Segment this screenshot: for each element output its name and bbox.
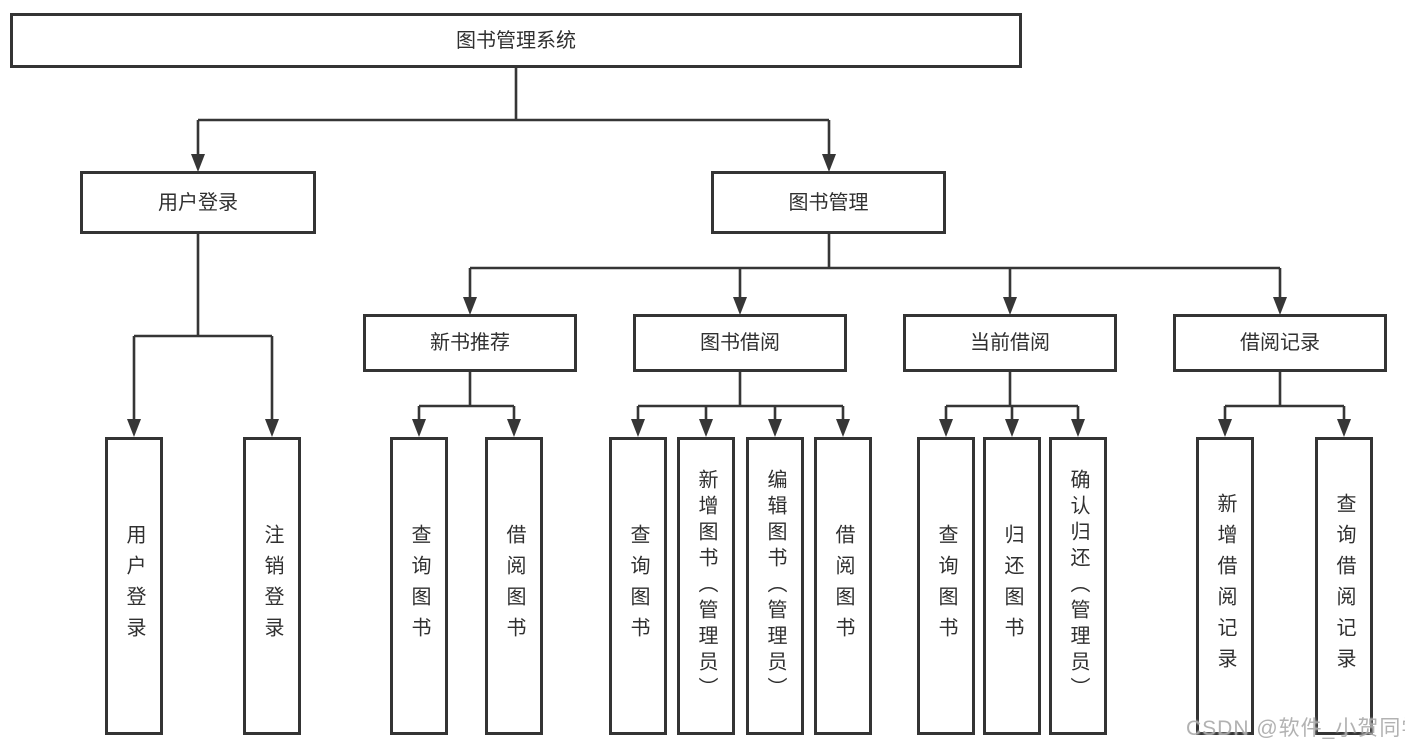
csdn-watermark: CSDN @软件_小贺同学 xyxy=(1186,717,1405,740)
leaf-query-book-current: 查询图书 xyxy=(917,437,975,735)
node-label: 当前借阅 xyxy=(970,332,1050,354)
node-book-management: 图书管理 xyxy=(711,171,946,234)
leaf-label: 编辑图书（管理员） xyxy=(764,469,786,703)
leaf-label: 查询图书 xyxy=(627,524,649,648)
leaf-return-book: 归还图书 xyxy=(983,437,1041,735)
leaf-add-borrow-record: 新增借阅记录 xyxy=(1196,437,1254,735)
node-label: 借阅记录 xyxy=(1240,332,1320,354)
leaf-label: 新增借阅记录 xyxy=(1214,493,1236,679)
node-label: 图书管理 xyxy=(788,191,869,214)
node-new-book-recommend: 新书推荐 xyxy=(363,314,577,372)
node-label: 图书管理系统 xyxy=(456,29,576,52)
leaf-query-borrow-record: 查询借阅记录 xyxy=(1315,437,1373,735)
node-label: 图书借阅 xyxy=(700,332,780,354)
node-label: 新书推荐 xyxy=(430,332,510,354)
node-user-login: 用户登录 xyxy=(80,171,316,234)
leaf-label: 归还图书 xyxy=(1001,524,1023,648)
leaf-add-book-admin: 新增图书（管理员） xyxy=(677,437,735,735)
node-book-borrow: 图书借阅 xyxy=(633,314,847,372)
leaf-label: 确认归还（管理员） xyxy=(1067,469,1089,703)
leaf-confirm-return-admin: 确认归还（管理员） xyxy=(1049,437,1107,735)
leaf-query-book-borrow: 查询图书 xyxy=(609,437,667,735)
leaf-label: 查询图书 xyxy=(935,524,957,648)
leaf-label: 借阅图书 xyxy=(503,524,525,648)
leaf-label: 新增图书（管理员） xyxy=(695,469,717,703)
leaf-label: 用户登录 xyxy=(123,524,145,648)
node-library-system: 图书管理系统 xyxy=(10,13,1022,68)
leaf-label: 查询图书 xyxy=(408,524,430,648)
leaf-borrow-book-recommend: 借阅图书 xyxy=(485,437,543,735)
leaf-label: 借阅图书 xyxy=(832,524,854,648)
leaf-label: 注销登录 xyxy=(261,524,283,648)
leaf-query-book-recommend: 查询图书 xyxy=(390,437,448,735)
leaf-logout-login: 注销登录 xyxy=(243,437,301,735)
leaf-borrow-book: 借阅图书 xyxy=(814,437,872,735)
leaf-user-login: 用户登录 xyxy=(105,437,163,735)
node-label: 用户登录 xyxy=(158,191,238,214)
leaf-edit-book-admin: 编辑图书（管理员） xyxy=(746,437,804,735)
arrowhead-icons xyxy=(127,154,1351,437)
node-current-borrow: 当前借阅 xyxy=(903,314,1117,372)
node-borrow-records: 借阅记录 xyxy=(1173,314,1387,372)
leaf-label: 查询借阅记录 xyxy=(1333,493,1355,679)
